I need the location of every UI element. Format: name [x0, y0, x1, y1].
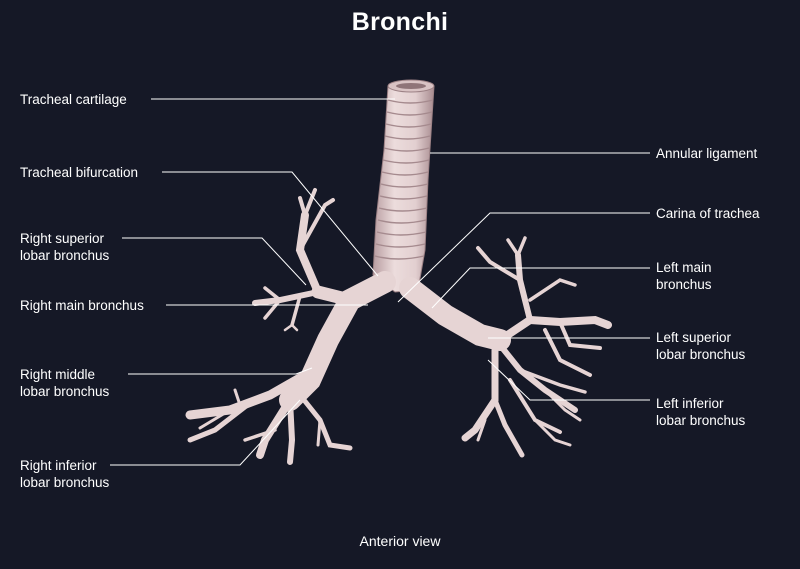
label-right-superior-lobar-bronchus: Right superior lobar bronchus — [20, 231, 110, 263]
leader-tracheal-bifurcation — [162, 171, 379, 277]
leader-right-inferior — [110, 399, 301, 466]
label-left-main-bronchus: Left main bronchus — [656, 260, 712, 292]
leader-right-middle — [128, 367, 313, 375]
label-tracheal-bifurcation: Tracheal bifurcation — [20, 165, 139, 180]
leader-left-main — [431, 267, 650, 309]
label-left-inferior-lobar-bronchus: Left inferior lobar bronchus — [656, 396, 746, 428]
label-carina-of-trachea: Carina of trachea — [656, 206, 760, 221]
label-right-inferior-lobar-bronchus: Right inferior lobar bronchus — [20, 458, 110, 490]
trachea — [372, 79, 435, 293]
leader-right-superior — [122, 237, 307, 286]
view-caption: Anterior view — [359, 533, 441, 549]
label-right-middle-lobar-bronchus: Right middle lobar bronchus — [20, 367, 110, 399]
leader-carina — [397, 212, 650, 303]
label-right-main-bronchus: Right main bronchus — [20, 298, 144, 313]
right-bronchial-tree — [185, 188, 396, 465]
tracheal-rings — [374, 99, 434, 260]
label-annular-ligament: Annular ligament — [656, 146, 758, 161]
left-bronchial-tree — [399, 236, 612, 458]
label-tracheal-cartilage: Tracheal cartilage — [20, 92, 127, 107]
leader-lines — [110, 98, 650, 466]
diagram-title: Bronchi — [351, 8, 449, 36]
leader-left-inferior — [487, 359, 650, 401]
label-left-superior-lobar-bronchus: Left superior lobar bronchus — [656, 330, 746, 362]
